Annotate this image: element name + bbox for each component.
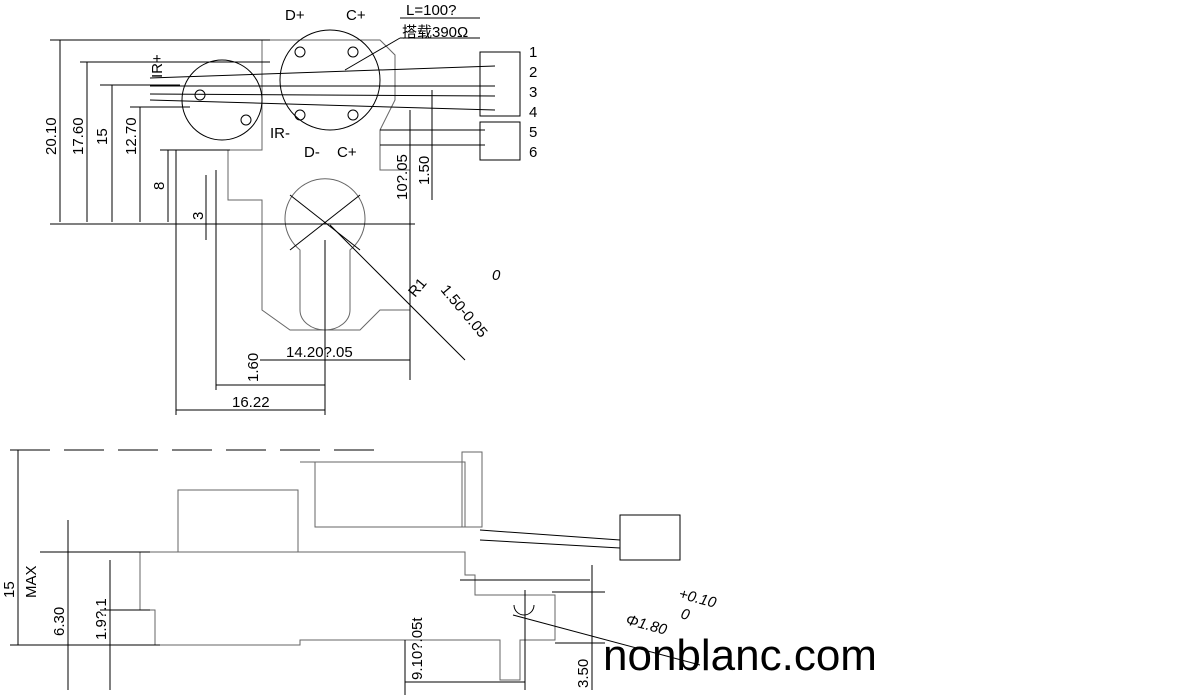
ir-disc — [181, 59, 263, 141]
pin-label-c-plus: C+ — [346, 7, 366, 24]
pin-label-c-minus: C+ — [337, 144, 357, 161]
motor-housing — [314, 461, 466, 528]
pin-label-ir-minus: IR- — [270, 125, 290, 142]
dim-3: 3 — [190, 212, 207, 220]
top-view: D+ C+ D- C+ IR+ IR- L=100? 搭载390Ω 1 2 3 … — [43, 2, 537, 415]
dim-1-60: 1.60 — [245, 353, 262, 382]
dimension-lines — [50, 17, 480, 415]
dim-3-50: 3.50 — [575, 659, 592, 688]
dim-1-9: 1.9?.1 — [93, 598, 110, 640]
hole-tol-minus: 0 — [679, 605, 692, 624]
keyhole-slot — [284, 178, 366, 331]
connector-disc — [279, 29, 381, 131]
watermark: nonblanc.com — [603, 631, 877, 680]
side-view: 15 MAX 6.30 1.9?.1 9.10?.05t 3.50 Φ1.80 … — [1, 449, 719, 695]
mounting-hole — [513, 604, 535, 616]
dim-14-20: 14.20?.05 — [286, 344, 353, 361]
dim-20-10: 20.10 — [43, 117, 60, 155]
pin-label-ir-plus: IR+ — [149, 54, 166, 78]
connector-pin-3: 3 — [529, 84, 537, 101]
dim-6-30: 6.30 — [51, 607, 68, 636]
connector-housing-1 — [479, 51, 521, 117]
dim-12-70: 12.70 — [123, 117, 140, 155]
dim-8: 8 — [151, 182, 168, 190]
pin-label-d-plus: D+ — [285, 7, 305, 24]
resistor-note: 搭载390Ω — [402, 24, 468, 41]
dim-17-60: 17.60 — [70, 117, 87, 155]
radius-upper-tol: 0 — [492, 267, 501, 284]
side-dimension-lines — [10, 449, 701, 695]
connector-housing-2 — [479, 121, 521, 161]
connector-pin-1: 1 — [529, 44, 537, 61]
radius-tolerance: 1.50-0.05 — [437, 282, 491, 341]
dim-10-05: 10?.05 — [394, 154, 411, 200]
dim-15: 15 — [94, 128, 111, 145]
dim-16-22: 16.22 — [232, 394, 270, 411]
connector-pin-6: 6 — [529, 144, 537, 161]
connector-pin-2: 2 — [529, 64, 537, 81]
dim-1-50: 1.50 — [416, 156, 433, 185]
pin-label-d-minus: D- — [304, 144, 320, 161]
dim-height-max: MAX — [23, 565, 40, 598]
connector-pin-5: 5 — [529, 124, 537, 141]
side-body-outline — [139, 551, 556, 681]
radius-label: R1 — [405, 275, 430, 301]
body-outline — [227, 39, 411, 331]
motor-end — [461, 451, 483, 528]
dim-height-15: 15 — [1, 581, 18, 598]
sensor-body — [177, 489, 299, 553]
cable-length-label: L=100? — [406, 2, 456, 19]
connector-pin-4: 4 — [529, 104, 537, 121]
side-connector — [619, 514, 681, 561]
dim-9-10: 9.10?.05t — [409, 617, 426, 680]
